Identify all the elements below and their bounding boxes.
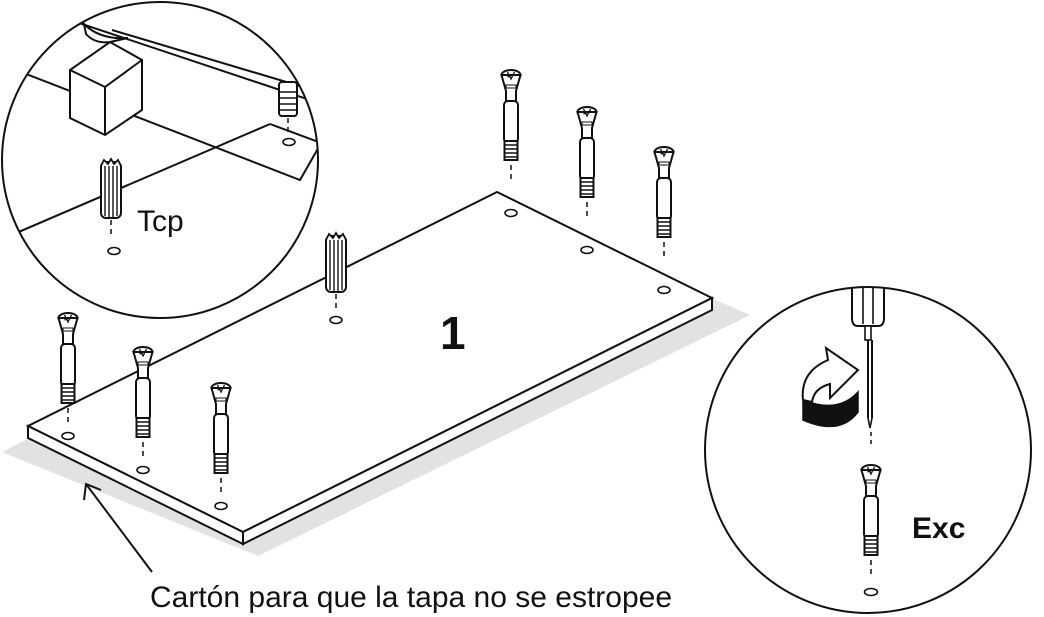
panel [25, 190, 715, 546]
screwdriver-icon [851, 287, 885, 429]
cardboard-pointer-arrow [83, 482, 153, 573]
cam-bolt-detail-circle [704, 286, 1032, 614]
dowel-detail-circle [1, 1, 319, 319]
cam-bolt-back-middle [576, 106, 598, 217]
part-number-label: 1 [440, 307, 466, 359]
cardboard-caption: Cartón para que la tapa no se estropee [150, 581, 673, 614]
cam-bolt-back-right [653, 146, 675, 257]
dowel-label: Tcp [137, 205, 184, 238]
rotate-clockwise-icon [801, 345, 860, 428]
cam-bolt-back-left [500, 69, 522, 180]
cam-bolt-label: Exc [912, 512, 966, 545]
panel-holes [61, 208, 671, 511]
